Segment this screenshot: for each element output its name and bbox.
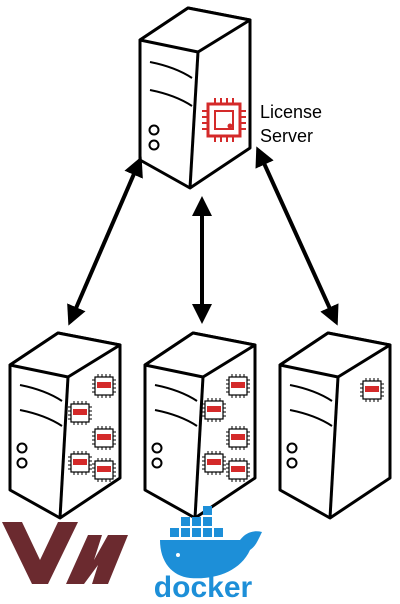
vca-chip-icon [359, 377, 385, 403]
bare-metal-host-server [278, 331, 392, 520]
vca-chip-icon [91, 373, 117, 399]
vca-chip-icon [225, 425, 251, 451]
license-chip-icon [202, 98, 246, 142]
vm-logo: VM [0, 0, 128, 584]
vm-host-server [8, 331, 122, 520]
license-server-label-line2: Server [260, 126, 313, 146]
license-server: License Server [138, 6, 322, 190]
docker-logo-text: docker [154, 571, 253, 604]
license-server-label-line1: License [260, 102, 322, 122]
docker-logo: docker [154, 506, 262, 604]
vca-chip-icon [67, 400, 93, 426]
docker-whale-icon [160, 506, 262, 579]
connection-arrows [67, 146, 339, 326]
vca-chip-icon [201, 450, 227, 476]
vca-chip-icon [91, 457, 117, 483]
vca-chip-icon [201, 397, 227, 423]
vca-chip-icon [225, 373, 251, 399]
vca-chip-icon [225, 457, 251, 483]
vm-logo-text: VM [0, 0, 2, 1]
arrow-to-bare-metal-host [255, 146, 339, 326]
arrow-to-vm-host [67, 156, 143, 326]
docker-host-server [143, 331, 257, 520]
vca-chip-icon [67, 450, 93, 476]
vca-chip-icon [91, 425, 117, 451]
